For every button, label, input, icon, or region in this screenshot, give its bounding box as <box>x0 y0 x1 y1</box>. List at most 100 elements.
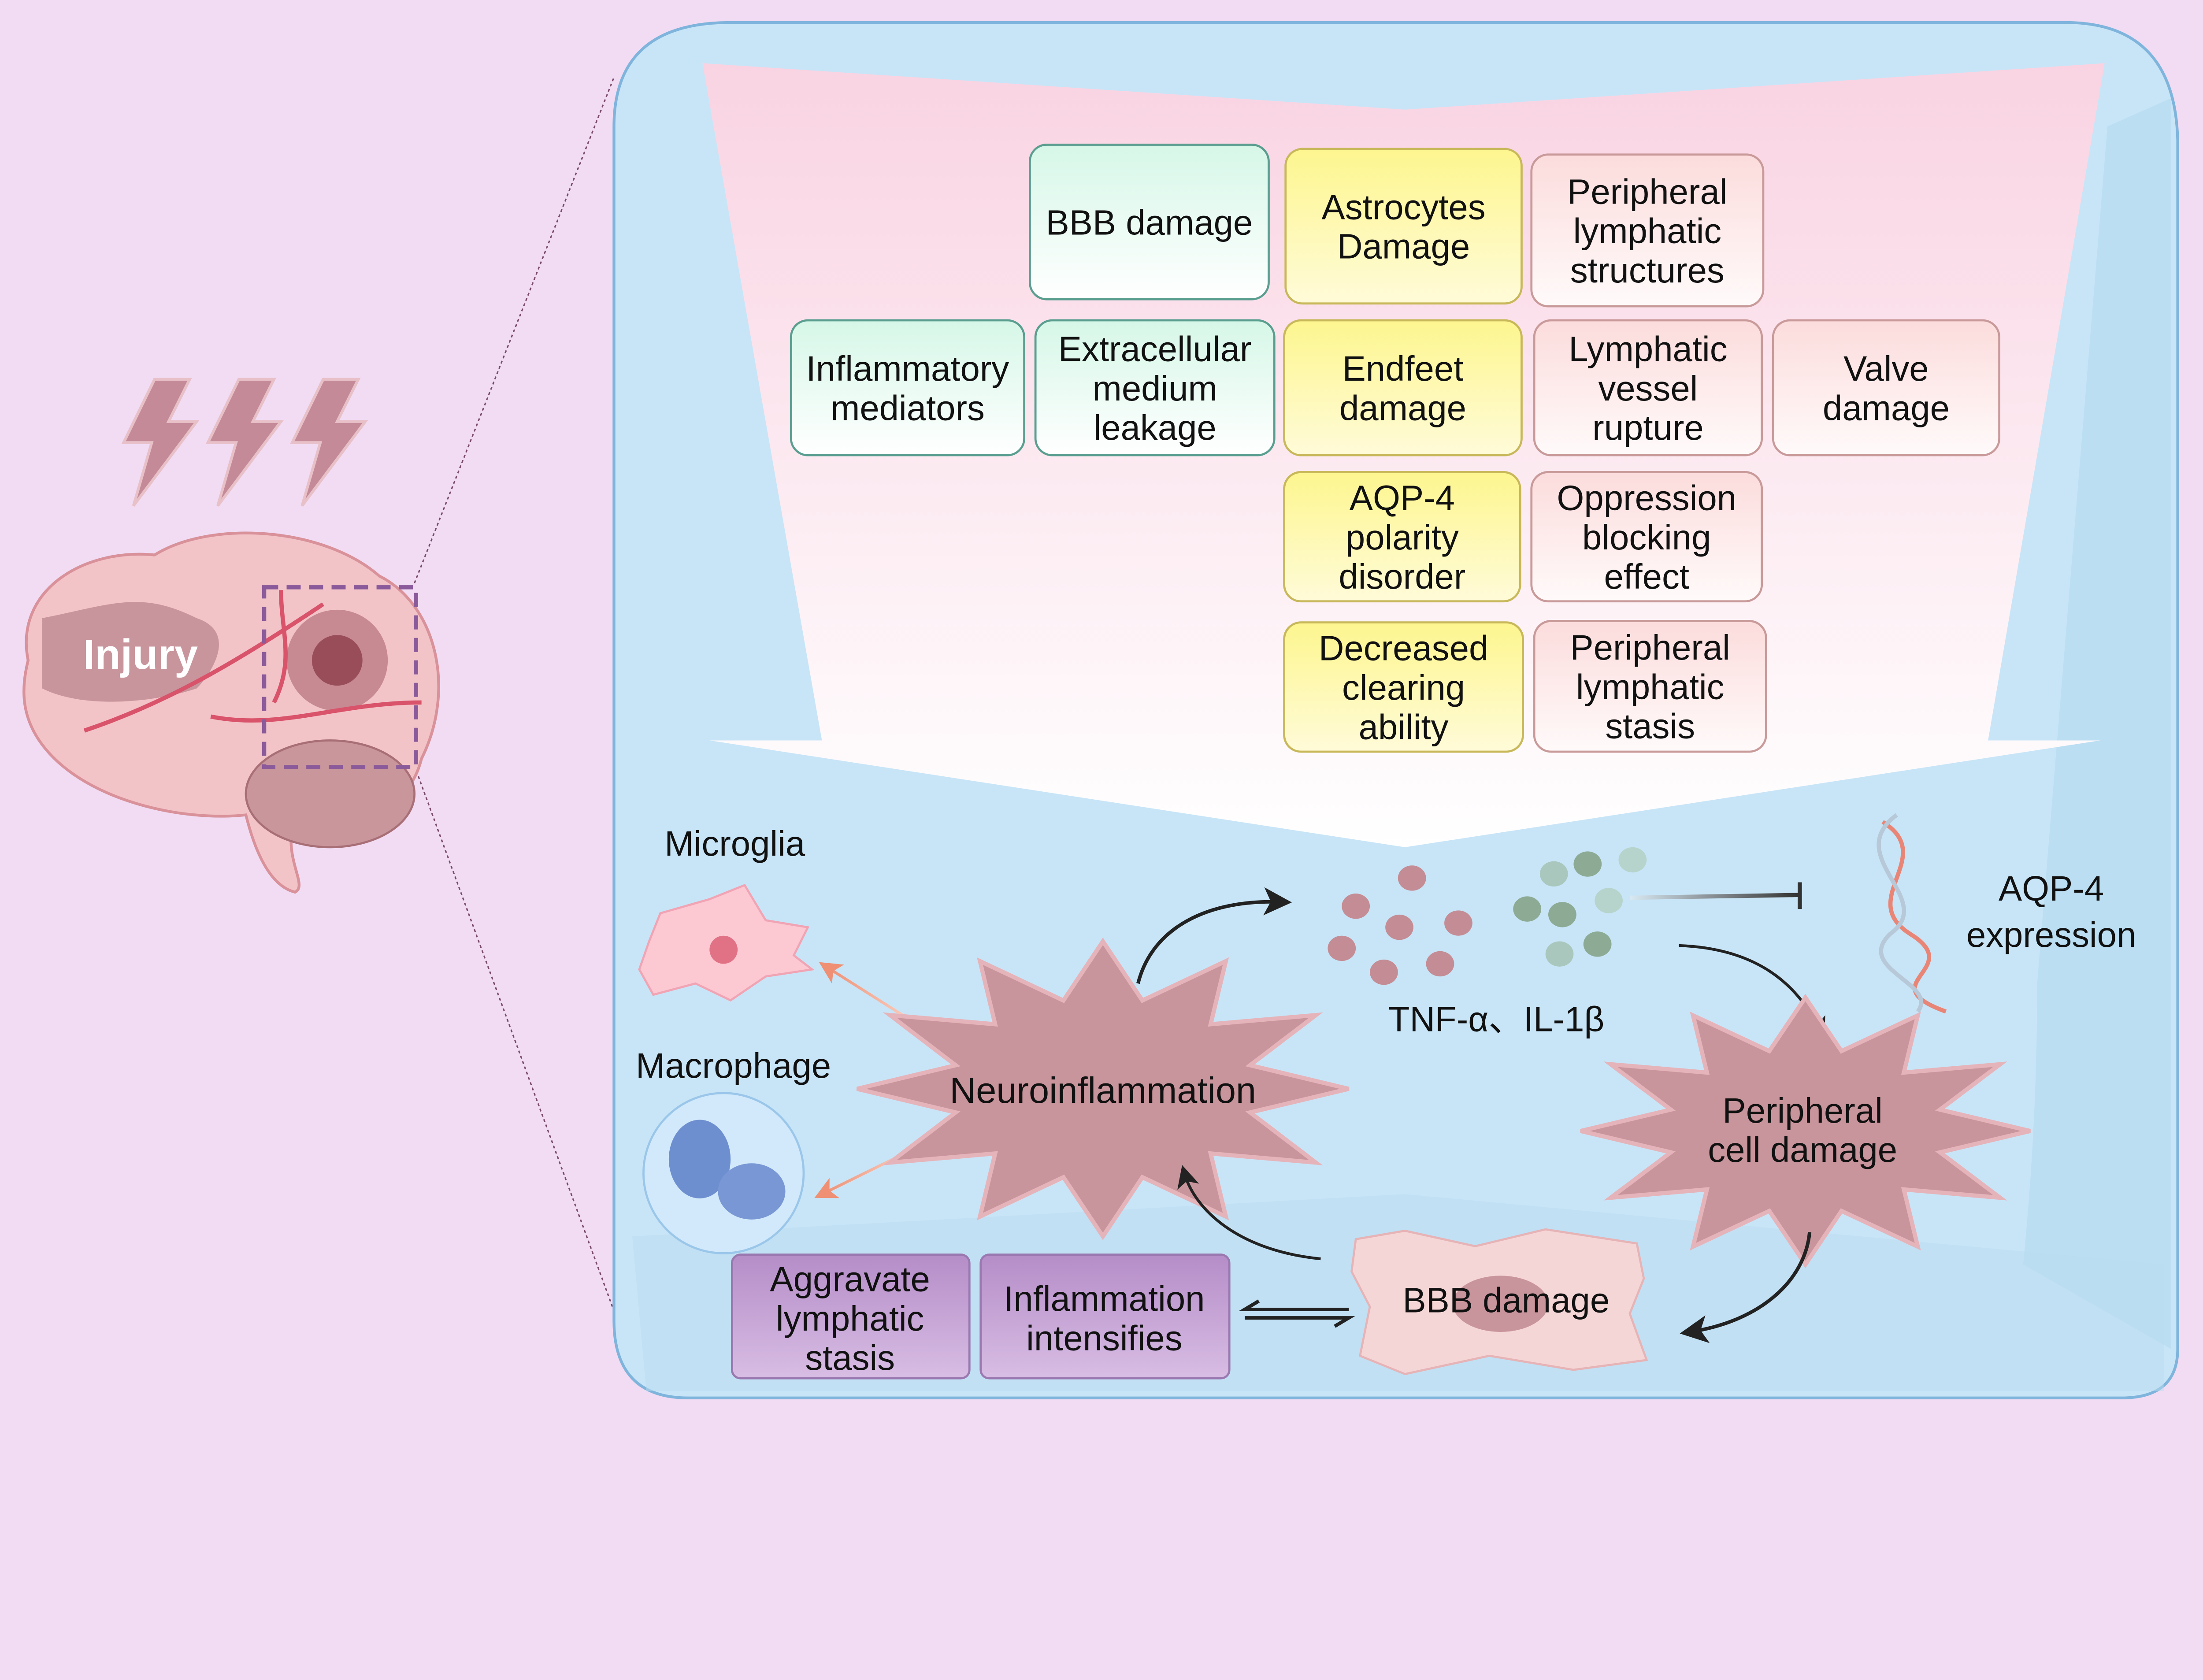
box-label-line: stasis <box>1605 707 1695 746</box>
injury-region <box>42 602 219 702</box>
box-label-line: Inflammatory <box>806 349 1009 388</box>
box-label-line: AQP-4 <box>1350 478 1455 518</box>
lightning-icon <box>121 378 368 507</box>
mechanism-section: Microglia Macrophage Neuroinflammation T… <box>636 813 2136 1380</box>
cytokine-particles <box>1328 847 1647 985</box>
panel-shade <box>2023 98 2171 1349</box>
box-label-line: damage <box>1823 388 1950 427</box>
box-label-line: lymphatic <box>1576 667 1725 706</box>
box-label-line: Damage <box>1337 227 1470 266</box>
decreased-clearing-ability-box <box>1283 621 1524 753</box>
box-label-line: Astrocytes <box>1322 187 1486 226</box>
microglia-nucleus <box>709 935 738 964</box>
zoom-line-top <box>414 77 615 583</box>
lymphatic-vessel-rupture-box <box>1533 319 1763 456</box>
inflammatory-mediators-box <box>790 319 1026 456</box>
box-label-line: rupture <box>1592 408 1704 447</box>
box-label-line: effect <box>1604 557 1689 596</box>
box-label-line: Peripheral <box>1570 628 1730 667</box>
arrow-to-cytokines <box>1136 887 1292 984</box>
cytokine-dot <box>1426 951 1454 977</box>
box-label-line: polarity <box>1346 518 1459 557</box>
cytokine-dot <box>1539 861 1568 887</box>
astrocytes-damage-box <box>1284 148 1523 305</box>
cytokine-dot <box>1328 935 1356 961</box>
cytokine-dot <box>1573 851 1602 877</box>
box-label-line: Oppression <box>1557 478 1736 518</box>
cerebellum <box>245 739 416 849</box>
equilibrium-arrows <box>1238 1299 1355 1328</box>
zoom-line-bottom <box>414 765 626 1342</box>
box-label-line: blocking <box>1582 518 1711 557</box>
box-label-line: BBB damage <box>1046 203 1253 242</box>
arrow-to-bbb-damage <box>1680 1232 1812 1343</box>
box-label-line: Endfeet <box>1343 349 1464 388</box>
valve-damage-box <box>1772 319 2001 456</box>
cytokine-dot <box>1595 888 1623 913</box>
injury-label: Injury <box>83 631 198 678</box>
box-label-line: damage <box>1339 388 1466 427</box>
box-label-line: medium <box>1092 369 1217 408</box>
expression-label: expression <box>1966 915 2136 954</box>
cytokine-dot <box>1545 941 1574 967</box>
cytokine-dot <box>1444 910 1472 936</box>
dna-helix-icon <box>1877 813 1947 1014</box>
box-label-line: Lymphatic <box>1569 330 1727 369</box>
brain-illustration: Injury <box>22 378 440 894</box>
neuroinflammation-starburst <box>857 937 1350 1240</box>
aqp4-label: AQP-4 <box>1999 869 2104 908</box>
peripheral-lymphatic-stasis-box <box>1533 620 1767 753</box>
cytokine-dot <box>1370 959 1398 985</box>
box-label-line: disorder <box>1339 557 1465 596</box>
box-label-line: Extracellular <box>1058 330 1252 369</box>
bbb-damage-box <box>1028 144 1270 300</box>
extracellular-medium-leakage-box <box>1034 319 1276 456</box>
bbb-damage-mechanism-label: BBB damage <box>1403 1280 1610 1320</box>
peripheral-cell-damage-starburst <box>1580 994 2031 1268</box>
cytokine-dot <box>1513 896 1542 922</box>
inflammation-intensifies-box <box>979 1254 1231 1380</box>
zoom-selection-box <box>262 585 418 769</box>
box-label-line: leakage <box>1094 408 1216 447</box>
cytokine-dot <box>1398 865 1426 891</box>
arrow-to-neuroinflammation <box>1177 1165 1321 1261</box>
cytokine-dot <box>1342 894 1370 919</box>
cytokine-dot <box>1618 847 1647 873</box>
box-label-line: structures <box>1570 251 1725 290</box>
box-label-line: vessel <box>1598 369 1698 408</box>
inhibition-line <box>1629 893 1799 900</box>
oppression-blocking-effect-box <box>1530 471 1763 603</box>
peripheral-lymphatic-structures-box <box>1530 153 1765 308</box>
cytokine-dot <box>1583 931 1612 957</box>
box-label-line: clearing <box>1342 668 1465 707</box>
aqp4-polarity-disorder-box <box>1283 471 1521 603</box>
box-label-line: ability <box>1359 707 1449 746</box>
cytokine-dot <box>1548 902 1576 927</box>
box-label-line: Peripheral <box>1567 172 1727 211</box>
box-label-line: Decreased <box>1319 629 1488 668</box>
macrophage-label: Macrophage <box>636 1046 831 1085</box>
box-label-line: lymphatic <box>1573 211 1722 251</box>
microglia-label: Microglia <box>664 824 805 863</box>
cytokines-label: TNF-α、IL-1β <box>1388 1000 1604 1039</box>
bbb-damage-label: BBB damage <box>1046 203 1253 242</box>
endfeet-damage-box <box>1283 319 1523 456</box>
box-label-line: Valve <box>1843 349 1929 388</box>
cytokine-dot <box>1385 914 1413 940</box>
